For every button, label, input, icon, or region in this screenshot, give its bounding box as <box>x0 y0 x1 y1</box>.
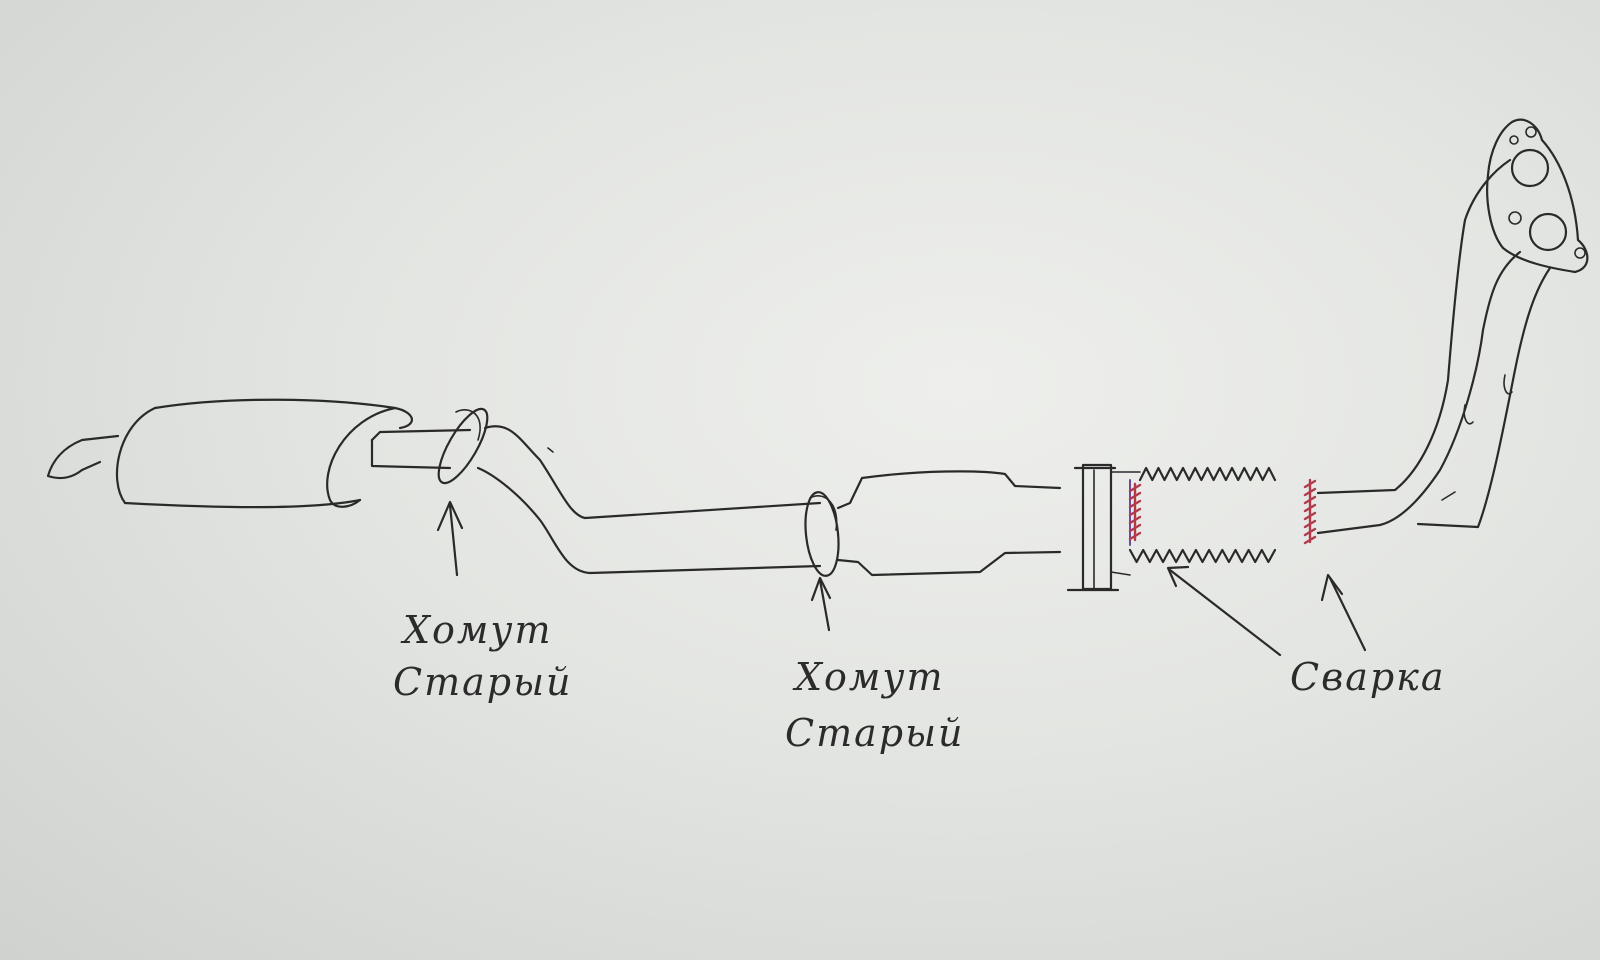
intermediate-pipe <box>476 425 822 575</box>
clamp-left-label: Хомут Старый <box>393 608 573 704</box>
muffler-outlet-pipe <box>370 428 472 470</box>
clamp-middle-label-line2: Старый <box>785 711 965 755</box>
arrow-weld-flex <box>1320 573 1367 652</box>
weld-label-text: Сварка <box>1290 655 1446 699</box>
flange <box>1066 463 1141 592</box>
rear-muffler <box>46 398 413 509</box>
clamp-left-label-line1: Хомут <box>403 608 553 652</box>
flex-pipe <box>1128 466 1277 564</box>
clamp-middle-label-line1: Хомут <box>795 655 945 699</box>
clamp-left <box>437 407 489 485</box>
weld-marks <box>1128 478 1317 546</box>
resonator <box>836 470 1062 577</box>
arrow-clamp-left <box>436 500 464 577</box>
arrow-weld-flange <box>1166 565 1282 657</box>
downpipe <box>1316 158 1552 535</box>
arrow-clamp-middle <box>810 576 832 632</box>
weld-label: Сварка <box>1290 655 1446 699</box>
manifold-flange <box>1486 118 1589 274</box>
clamp-middle <box>804 491 840 577</box>
clamp-left-label-line2: Старый <box>393 660 573 704</box>
clamp-middle-label: Хомут Старый <box>785 655 965 755</box>
